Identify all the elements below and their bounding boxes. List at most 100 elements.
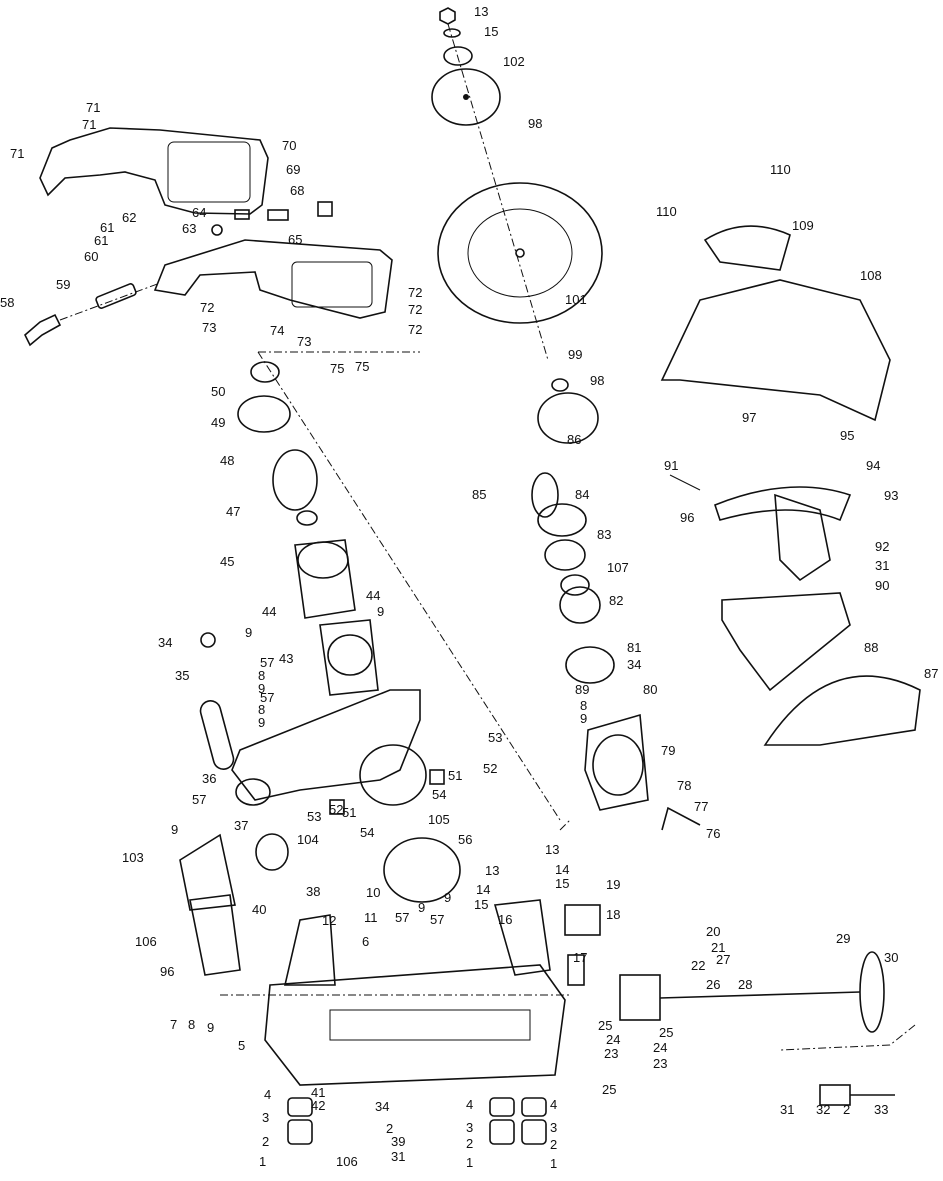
part-label-14: 14	[476, 882, 490, 897]
part-label-85: 85	[472, 487, 486, 502]
part-label-13: 13	[485, 863, 499, 878]
blade-assembly	[431, 7, 603, 361]
part-label-57: 57	[260, 655, 274, 670]
part-label-32: 32	[816, 1102, 830, 1117]
part-label-103: 103	[122, 850, 144, 865]
part-label-101: 101	[565, 292, 587, 307]
part-label-39: 39	[391, 1134, 405, 1149]
lock-69	[317, 201, 333, 217]
part-label-22: 22	[691, 958, 705, 973]
part-label-25: 25	[659, 1025, 673, 1040]
part-label-6: 6	[362, 934, 369, 949]
part-label-108: 108	[860, 268, 882, 283]
handle-half-70	[39, 127, 269, 215]
switch-68	[267, 209, 289, 221]
part-label-9: 9	[207, 1020, 214, 1035]
base-5	[264, 964, 566, 1086]
part-label-83: 83	[597, 527, 611, 542]
part-label-53: 53	[488, 730, 502, 745]
part-label-52: 52	[329, 802, 343, 817]
part-label-87: 87	[924, 666, 938, 681]
part-label-3: 3	[550, 1120, 557, 1135]
part-label-29: 29	[836, 931, 850, 946]
part-label-54: 54	[432, 787, 446, 802]
part-label-33: 33	[874, 1102, 888, 1117]
part-label-110: 110	[656, 204, 677, 219]
part-label-51: 51	[448, 768, 462, 783]
part-label-3: 3	[262, 1110, 269, 1125]
part-label-27: 27	[716, 952, 730, 967]
nut-13	[439, 7, 456, 25]
part-label-91: 91	[664, 458, 678, 473]
part-label-63: 63	[182, 221, 196, 236]
part-label-28: 28	[738, 977, 752, 992]
part-label-64: 64	[192, 205, 206, 220]
part-label-12: 12	[322, 913, 336, 928]
part-label-9: 9	[258, 681, 265, 696]
part-label-8: 8	[188, 1017, 195, 1032]
part-label-1: 1	[550, 1156, 557, 1171]
part-label-5: 5	[238, 1038, 245, 1053]
part-label-75: 75	[355, 359, 369, 374]
part-label-31: 31	[875, 558, 889, 573]
gear-84	[537, 503, 587, 537]
part-label-2: 2	[466, 1136, 473, 1151]
part-label-89: 89	[575, 682, 589, 697]
part-label-45: 45	[220, 554, 234, 569]
part-label-106: 106	[135, 934, 157, 949]
part-label-26: 26	[706, 977, 720, 992]
handle-half-lower	[153, 239, 393, 319]
cord-guard-59	[95, 283, 137, 309]
spring-tube-35	[199, 700, 235, 770]
part-label-109: 109	[792, 218, 814, 233]
part-label-9: 9	[258, 715, 265, 730]
part-label-13: 13	[545, 842, 559, 857]
handwheel-30	[859, 951, 885, 1033]
brush-holder-51	[429, 769, 445, 785]
part-label-57: 57	[430, 912, 444, 927]
part-label-9: 9	[377, 604, 384, 619]
part-label-53: 53	[307, 809, 321, 824]
bearing-50	[250, 361, 280, 383]
part-label-92: 92	[875, 539, 889, 554]
part-label-57: 57	[395, 910, 409, 925]
part-label-69: 69	[286, 162, 300, 177]
part-label-44: 44	[366, 588, 380, 603]
bracket-90	[774, 493, 831, 582]
bracket-column	[283, 914, 336, 986]
part-label-110: 110	[770, 162, 791, 177]
gearbox-cover	[359, 744, 427, 806]
washer-15	[443, 28, 461, 38]
part-label-73: 73	[202, 320, 216, 335]
part-label-95: 95	[840, 428, 854, 443]
part-label-9: 9	[245, 625, 252, 640]
part-label-96: 96	[680, 510, 694, 525]
screw-28	[659, 991, 861, 999]
part-label-71: 71	[82, 117, 96, 132]
part-label-35: 35	[175, 668, 189, 683]
part-label-1: 1	[466, 1155, 473, 1170]
cutting-wheel-101	[437, 182, 603, 324]
flange-102	[443, 46, 473, 66]
foot-4a	[287, 1097, 313, 1117]
base-assembly	[179, 833, 916, 1145]
arm-36	[231, 689, 421, 801]
part-label-8: 8	[580, 698, 587, 713]
part-label-54: 54	[360, 825, 374, 840]
part-label-82: 82	[609, 593, 623, 608]
part-label-47: 47	[226, 504, 240, 519]
part-label-2: 2	[386, 1121, 393, 1136]
blade-guard-108	[660, 279, 891, 422]
part-label-88: 88	[864, 640, 878, 655]
part-label-61: 61	[94, 233, 108, 248]
angle-16	[493, 899, 551, 976]
part-label-36: 36	[202, 771, 216, 786]
part-label-68: 68	[290, 183, 304, 198]
part-label-56: 56	[458, 832, 472, 847]
part-label-4: 4	[466, 1097, 473, 1112]
guard-plate-109	[703, 225, 791, 271]
part-label-9: 9	[171, 822, 178, 837]
part-label-72: 72	[200, 300, 214, 315]
part-label-49: 49	[211, 415, 225, 430]
